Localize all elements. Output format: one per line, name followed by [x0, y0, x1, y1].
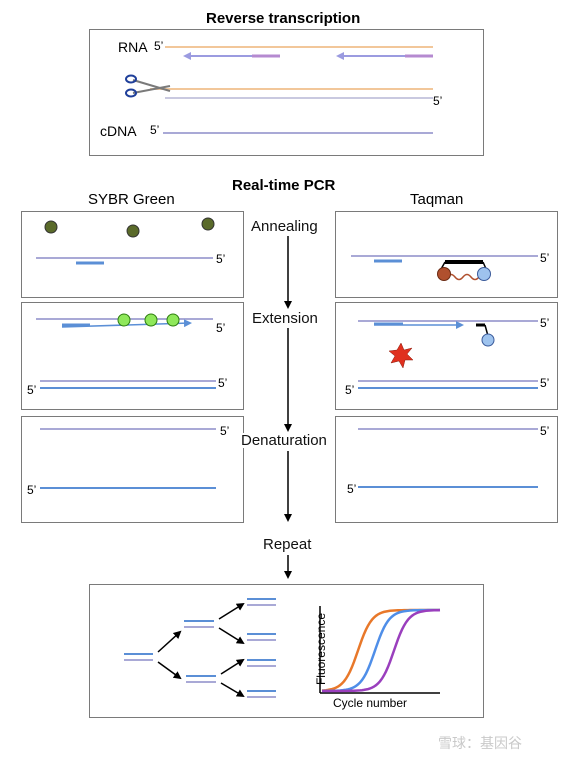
rt-panel — [89, 29, 484, 156]
cdna-template-five-prime: 5’ — [433, 94, 443, 108]
amplification-tree — [124, 598, 276, 698]
sybr-den-left-five-prime: 5’ — [27, 483, 37, 497]
taqman-ext-top-five-prime: 5’ — [540, 316, 550, 330]
sybr-dye-bound-1 — [117, 313, 131, 327]
step-repeat: Repeat — [262, 536, 313, 553]
sybr-dye-free-2 — [126, 224, 140, 238]
sybr-dye-bound-3 — [166, 313, 180, 327]
sybr-denaturation-panel — [21, 416, 244, 523]
taqman-heading: Taqman — [410, 191, 464, 208]
scissors-icon — [125, 74, 171, 98]
amplification-curve-3 — [322, 608, 441, 693]
chart-y-label: Fluorescence — [314, 612, 328, 686]
rna-five-prime: 5’ — [154, 39, 164, 53]
cdna-five-prime: 5’ — [150, 123, 160, 137]
reporter-star-icon — [388, 342, 414, 369]
sybr-dye-free-3 — [201, 217, 215, 231]
taqman-cleaved-quencher — [476, 323, 495, 347]
sybr-ext-left-five-prime: 5’ — [27, 383, 37, 397]
taqman-annealing-panel — [335, 211, 558, 298]
taqman-probe — [437, 260, 491, 281]
sybr-green-heading: SYBR Green — [88, 191, 175, 208]
sybr-dye-free-1 — [44, 220, 58, 234]
taqman-anneal-five-prime: 5’ — [540, 251, 550, 265]
sybr-ext-right-five-prime: 5’ — [218, 376, 228, 390]
rna-label: RNA — [118, 39, 148, 55]
taqman-den-right-five-prime: 5’ — [540, 424, 550, 438]
watermark: 雪球：基因谷 — [438, 735, 522, 751]
taqman-ext-right-five-prime: 5’ — [540, 376, 550, 390]
step-annealing: Annealing — [250, 218, 319, 235]
taqman-denaturation-panel — [335, 416, 558, 523]
sybr-den-right-five-prime: 5’ — [220, 424, 230, 438]
amplification-chart — [319, 606, 441, 694]
cdna-label: cDNA — [100, 123, 137, 139]
sybr-ext-top-five-prime: 5’ — [216, 321, 226, 335]
chart-x-label: Cycle number — [333, 696, 408, 710]
sybr-dye-bound-2 — [144, 313, 158, 327]
taqman-ext-left-five-prime: 5’ — [345, 383, 355, 397]
sybr-anneal-five-prime: 5’ — [216, 252, 226, 266]
taqman-den-left-five-prime: 5’ — [347, 482, 357, 496]
amplification-panel — [89, 584, 484, 718]
pcr-title: Real-time PCR — [232, 177, 336, 194]
rt-title: Reverse transcription — [206, 10, 361, 27]
step-extension: Extension — [251, 310, 319, 327]
step-denaturation: Denaturation — [240, 432, 328, 449]
